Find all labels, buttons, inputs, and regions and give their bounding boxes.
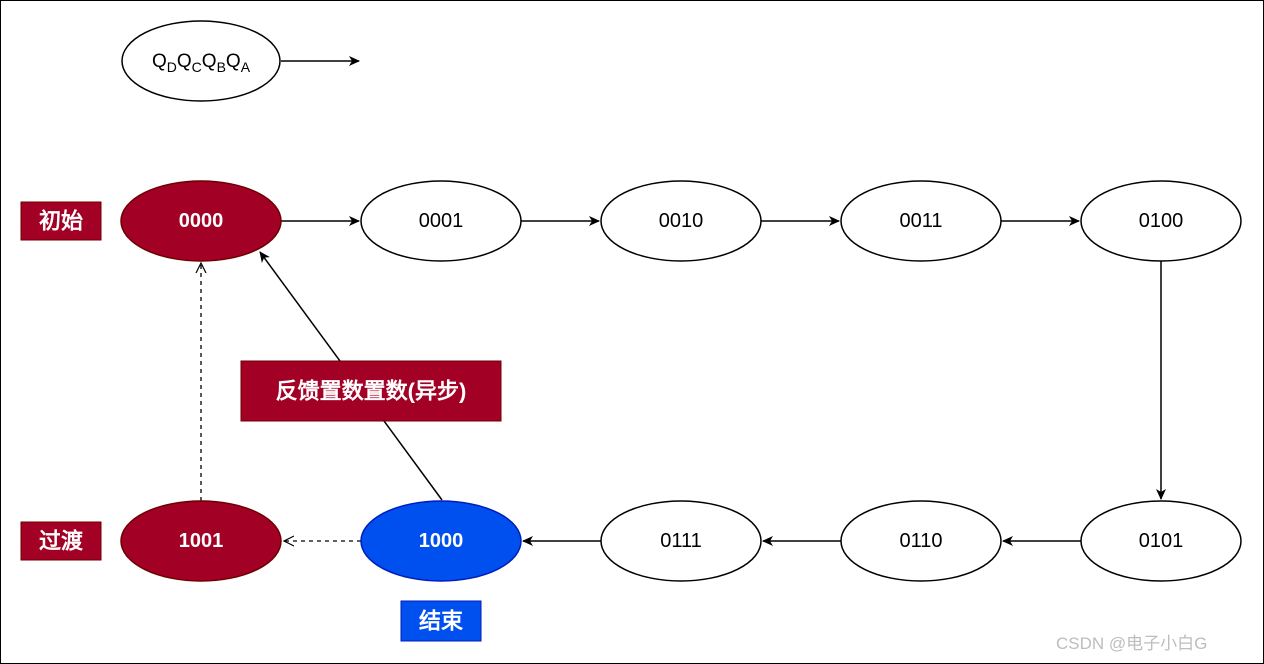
legend: QDQCQBQA xyxy=(121,20,360,102)
state-label: 0110 xyxy=(899,530,942,552)
state-label: 0000 xyxy=(179,210,224,232)
state-ellipse xyxy=(600,180,762,262)
state-label: 0101 xyxy=(1139,530,1184,552)
legend-text: QDQCQBQA xyxy=(152,51,251,75)
state-0010: 0010 xyxy=(600,180,762,262)
state-0011: 0011 xyxy=(840,180,1002,262)
state-0111: 0111 xyxy=(600,500,762,582)
state-label: 0010 xyxy=(659,210,704,232)
state-ellipse xyxy=(1080,500,1242,582)
transition-arrows xyxy=(201,216,1166,541)
legend-ellipse xyxy=(121,20,281,102)
tag-feedback-box xyxy=(240,360,502,422)
state-0100: 0100 xyxy=(1080,180,1242,262)
state-1001: 1001 xyxy=(120,500,282,582)
tag-end-box xyxy=(400,600,482,642)
state-label: 1001 xyxy=(179,530,224,552)
state-ellipse xyxy=(360,500,522,582)
watermark: CSDN @电子小白G xyxy=(1056,634,1207,653)
state-ellipse xyxy=(120,500,282,582)
state-0101: 0101 xyxy=(1080,500,1242,582)
tag-feedback: 反馈置数置数(异步) xyxy=(240,360,502,422)
tag-transition-label: 过渡 xyxy=(39,529,84,554)
state-1000: 1000 xyxy=(360,500,522,582)
tag-end-label: 结束 xyxy=(419,609,464,634)
state-label: 0001 xyxy=(419,210,464,232)
tag-transition-box xyxy=(20,521,102,561)
tag-feedback-label: 反馈置数置数(异步) xyxy=(276,379,467,404)
state-label: 1000 xyxy=(419,530,464,552)
state-0000: 0000 xyxy=(120,180,282,262)
state-ellipse xyxy=(840,500,1002,582)
state-label: 0100 xyxy=(1139,210,1184,232)
tag-initial: 初始 xyxy=(20,201,102,241)
state-ellipse xyxy=(1080,180,1242,262)
tag-initial-box xyxy=(20,201,102,241)
tag-initial-label: 初始 xyxy=(39,209,83,234)
state-label: 0111 xyxy=(660,530,702,552)
state-ellipse xyxy=(600,500,762,582)
state-0001: 0001 xyxy=(360,180,522,262)
state-label: 0011 xyxy=(899,210,942,232)
tag-end: 结束 xyxy=(400,600,482,642)
tag-transition: 过渡 xyxy=(20,521,102,561)
state-0110: 0110 xyxy=(840,500,1002,582)
state-ellipse xyxy=(840,180,1002,262)
state-ellipse xyxy=(120,180,282,262)
states: 0000 0001 0010 0011 0100 0101 0110 0111 xyxy=(120,180,1242,582)
state-ellipse xyxy=(360,180,522,262)
